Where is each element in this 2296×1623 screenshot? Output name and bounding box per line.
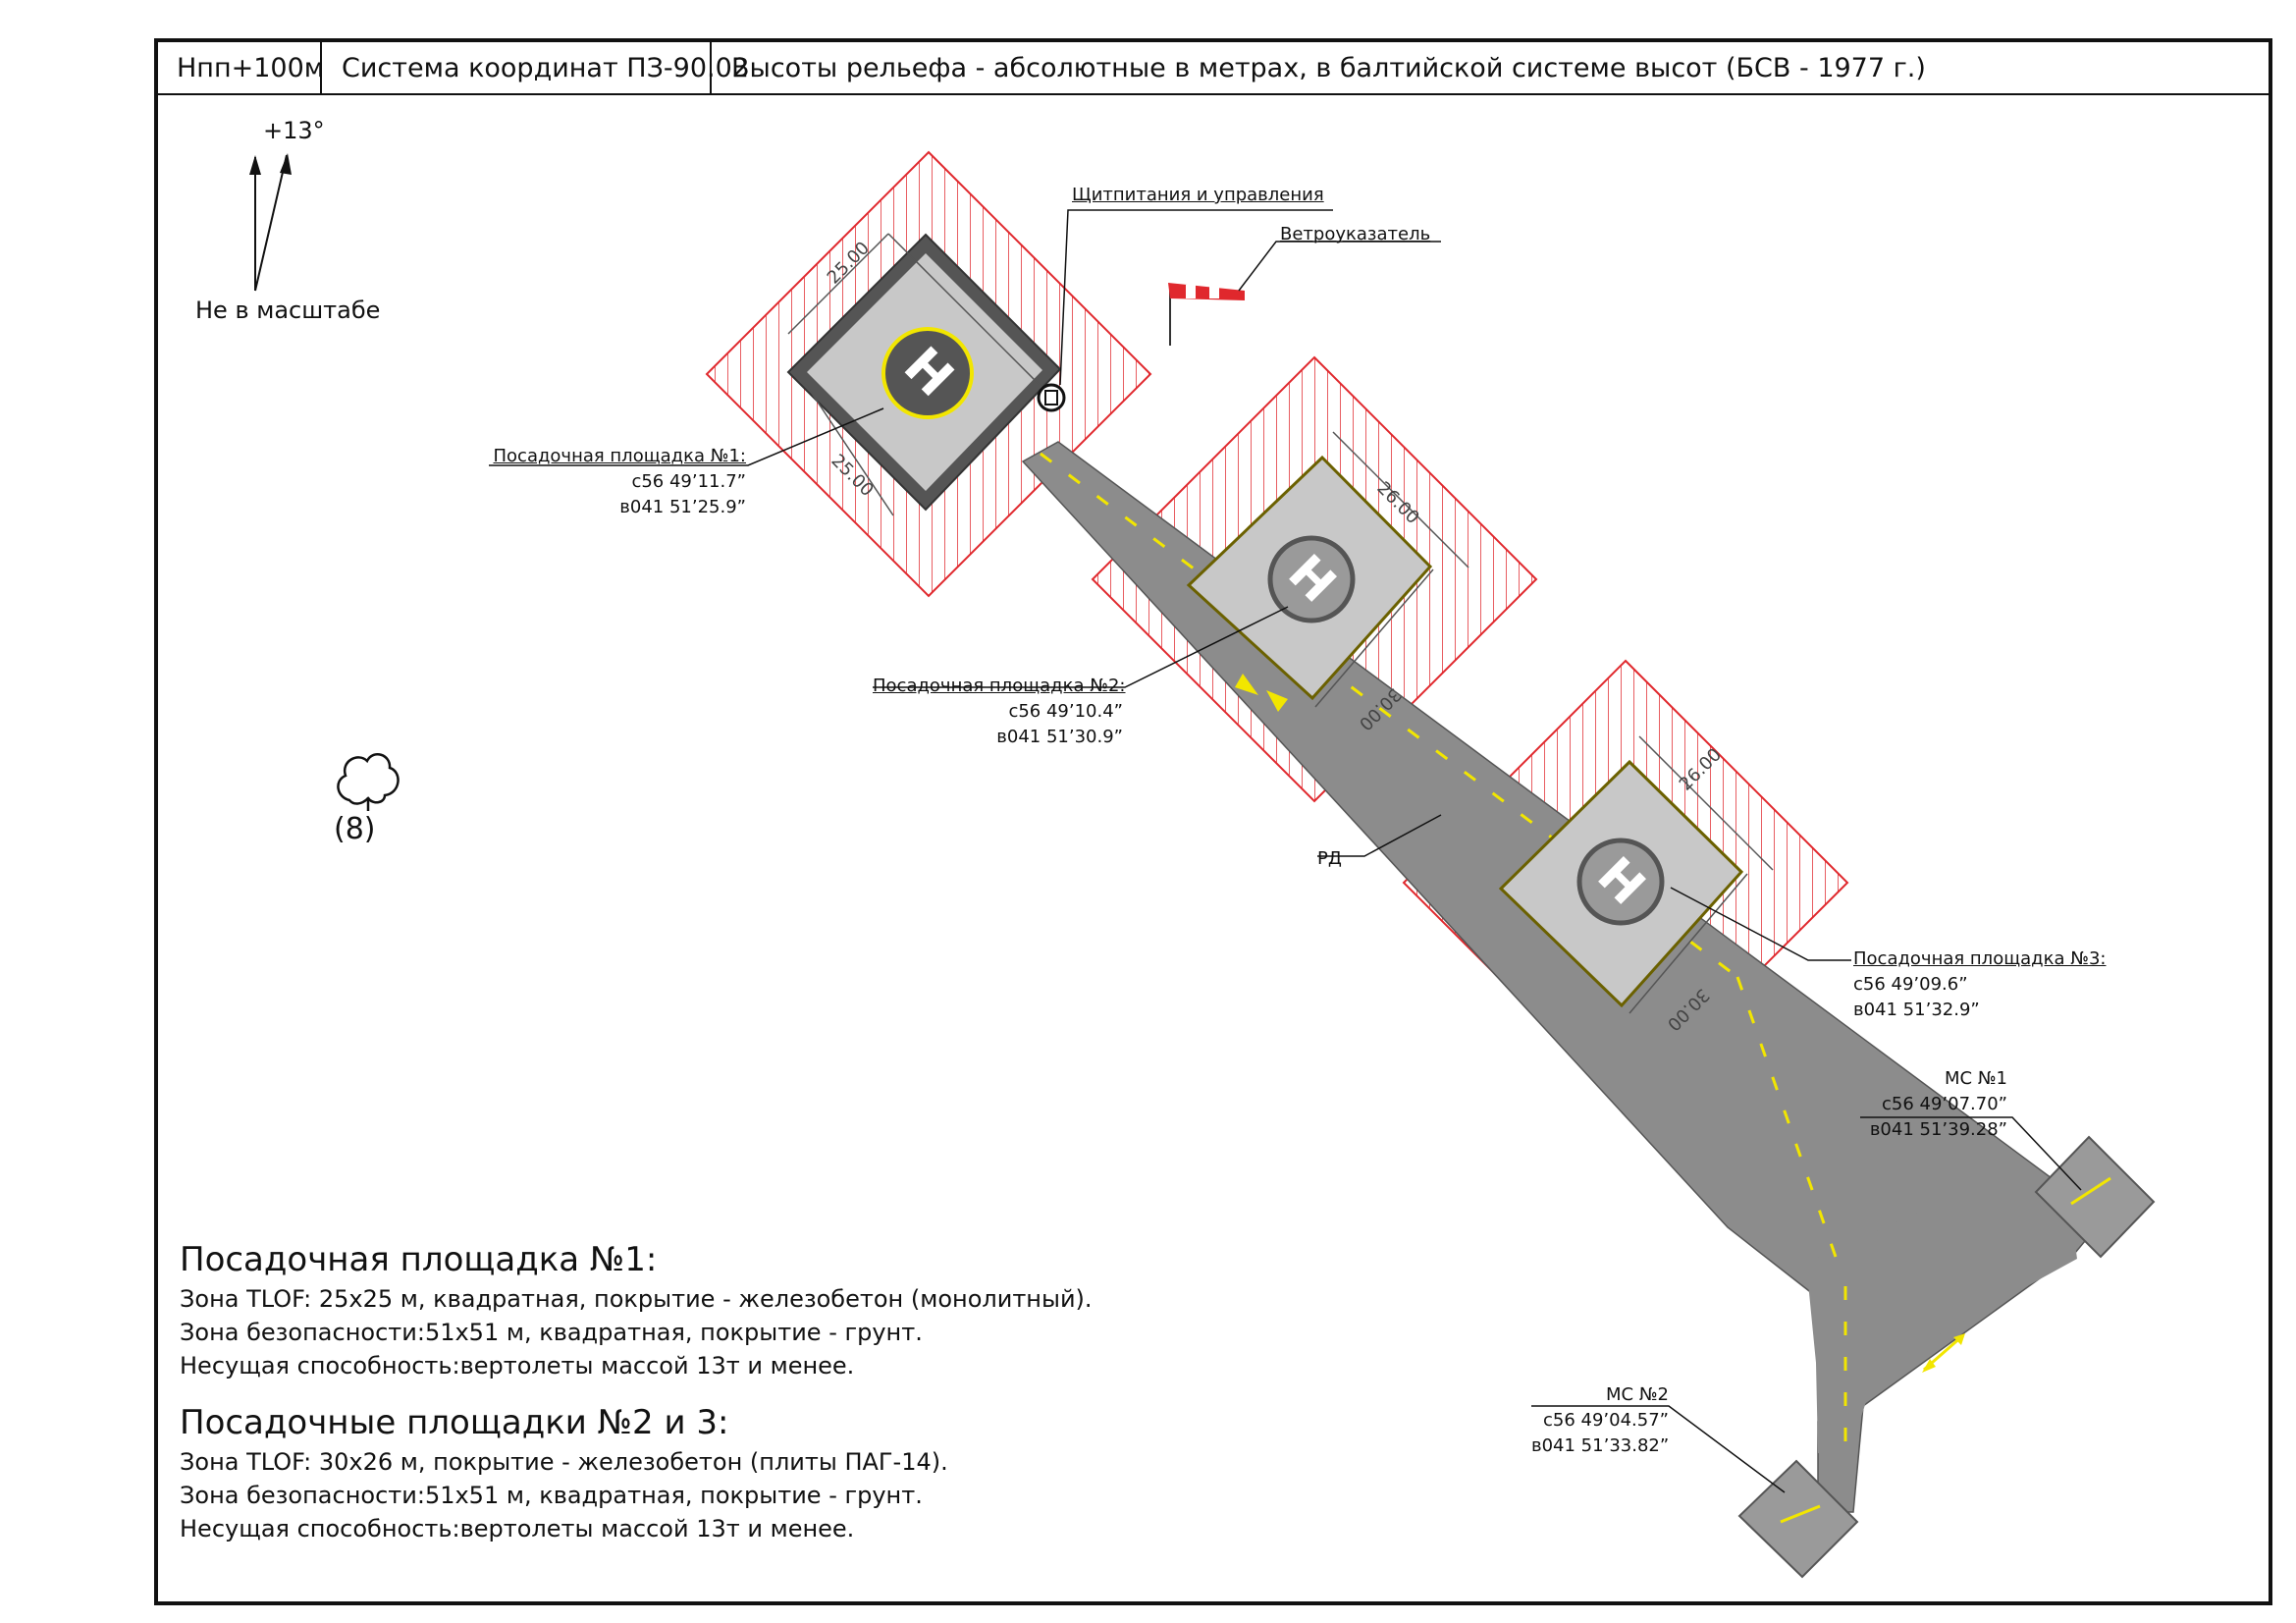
notes-pad23: Посадочные площадки №2 и 3: Зона TLOF: 3… (180, 1406, 948, 1545)
stand2-title: МС №2 (1606, 1384, 1669, 1405)
stand1-label: МС №1 с56 49’07.70” в041 51’39.28” (1860, 1066, 2007, 1143)
notes-pad23-heading: Посадочные площадки №2 и 3: (180, 1403, 729, 1442)
taxiway-centerline (1040, 452, 1738, 979)
notes-pad23-line: Зона безопасности:51х51 м, квадратная, п… (180, 1482, 923, 1509)
parking-stand-2 (1531, 1405, 1859, 1579)
pad1-lon: в041 51’25.9” (619, 497, 746, 517)
stand2-lon: в041 51’33.82” (1531, 1435, 1670, 1456)
taxiway-label: РД (1317, 848, 1342, 869)
stand1-title: МС №1 (1945, 1068, 2007, 1089)
stand2-lat: с56 49’04.57” (1542, 1410, 1669, 1431)
pad2-title: Посадочная площадка №2: (873, 676, 1126, 696)
notes-pad1: Посадочная площадка №1: Зона TLOF: 25х25… (180, 1243, 1093, 1382)
notes-pad1-line: Зона TLOF: 25х25 м, квадратная, покрытие… (180, 1285, 1093, 1313)
scale-note: Не в масштабе (195, 297, 381, 324)
notes-pad23-line: Несущая способность:вертолеты массой 13т… (180, 1515, 855, 1542)
header-table: Нпп+100м Система координат ПЗ-90.02 Высо… (157, 41, 2269, 94)
notes-pad23-line: Зона TLOF: 30х26 м, покрытие - железобет… (180, 1448, 948, 1476)
heights-note-cell: Высоты рельефа - абсолютные в метрах, в … (731, 52, 1926, 83)
helipad-3: H (1498, 759, 1744, 1008)
helipad-1: H (786, 233, 1062, 512)
altitude-cell: Нпп+100м (157, 41, 324, 94)
notes-pad1-line: Несущая способность:вертолеты массой 13т… (180, 1352, 855, 1380)
north-angle: +13° (263, 117, 325, 144)
pad2-lat: с56 49’10.4” (1008, 701, 1123, 722)
stand1-lat: с56 49’07.70” (1881, 1094, 2007, 1114)
tree-icon (337, 753, 400, 811)
coord-system-cell: Система координат ПЗ-90.02 (322, 41, 749, 94)
pad3-lon: в041 51’32.9” (1853, 1000, 1980, 1020)
notes-pad1-heading: Посадочная площадка №1: (180, 1240, 658, 1279)
dimension-lines (787, 233, 1774, 1014)
taxiway (1021, 441, 2107, 1513)
pad3-title: Посадочная площадка №3: (1853, 948, 2107, 969)
tree-label: (8) (334, 812, 376, 846)
panel-label: Щитпитания и управления (1072, 185, 1324, 205)
pad2-lon: в041 51’30.9” (996, 727, 1123, 747)
pad3-lat: с56 49’09.6” (1853, 974, 1968, 995)
pad3-label: Посадочная площадка №3: с56 49’09.6” в04… (1853, 947, 2107, 1023)
windsock-icon (1168, 241, 1441, 346)
sheet-frame (154, 38, 2272, 1605)
north-arrow-icon (249, 153, 292, 292)
pad1-lat: с56 49’11.7” (631, 471, 746, 492)
notes-pad1-line: Зона безопасности:51х51 м, квадратная, п… (180, 1319, 923, 1346)
helipad-2: H (1186, 455, 1433, 701)
leader-lines (489, 407, 1851, 961)
pad1-label: Посадочная площадка №1: с56 49’11.7” в04… (489, 444, 747, 520)
stand2-label: МС №2 с56 49’04.57” в041 51’33.82” (1531, 1382, 1669, 1459)
parking-stand-1 (1860, 1116, 2156, 1259)
windsock-label: Ветроуказатель (1280, 224, 1431, 244)
stand1-lon: в041 51’39.28” (1869, 1119, 2007, 1140)
pad2-label: Посадочная площадка №2: с56 49’10.4” в04… (873, 674, 1126, 750)
control-panel-icon (1037, 209, 1333, 412)
pad1-title: Посадочная площадка №1: (493, 446, 747, 466)
